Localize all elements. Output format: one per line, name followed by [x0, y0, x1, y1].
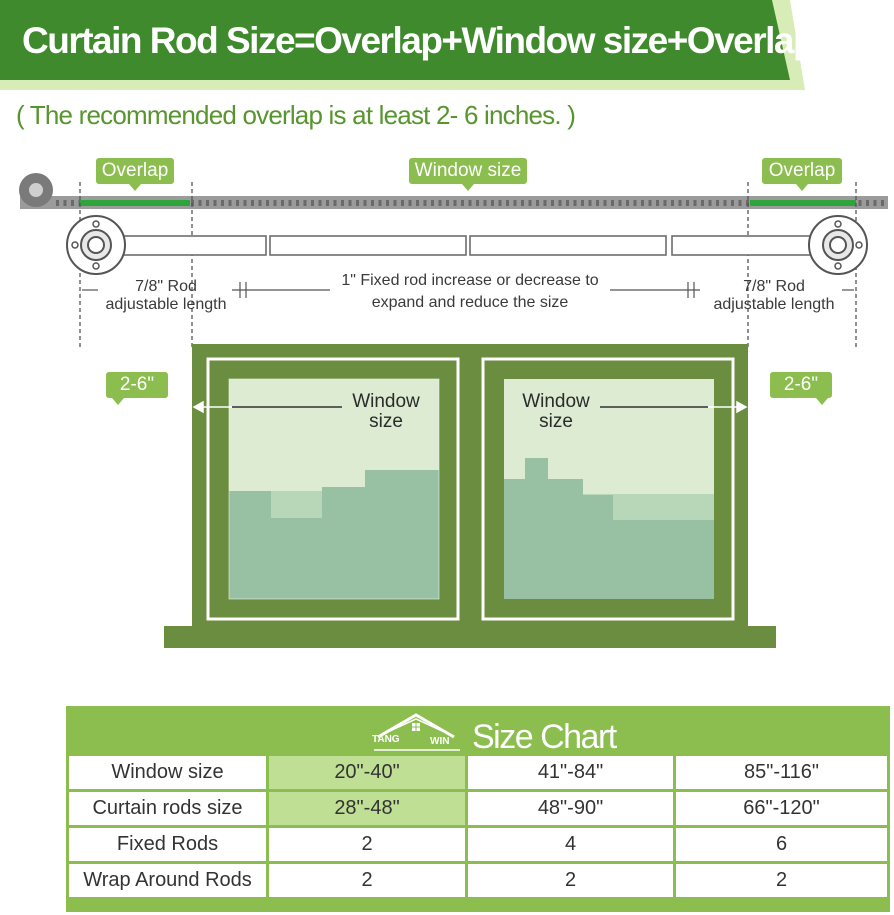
window-pane-right-border	[481, 357, 735, 621]
cell-fixed-rods-1: 2	[269, 828, 465, 861]
row-label-fixed-rods: Fixed Rods	[69, 828, 266, 861]
overlap-tag-right: Overlap	[762, 158, 842, 191]
tangwin-logo-icon	[374, 713, 460, 751]
cell-curtain-rods-size-2: 48"-90"	[468, 792, 673, 825]
gap-tag-right: 2-6"	[770, 372, 832, 405]
logo-text-left: TANG	[372, 734, 400, 745]
rod-right-label: 7/8" Rod adjustable length	[713, 278, 835, 313]
rod-bracket-left	[66, 215, 126, 275]
window-right-label: Window size	[522, 391, 590, 432]
cell-fixed-rods-2: 4	[468, 828, 673, 861]
overlap-tag-left: Overlap	[96, 158, 174, 191]
window-sill	[164, 626, 776, 648]
cell-wrap-around-rods-1: 2	[269, 864, 465, 897]
cell-curtain-rods-size-3: 66"-120"	[676, 792, 887, 825]
size-chart: TANG WIN Size Chart Window size 20"-40" …	[66, 706, 890, 912]
rod-left-label: 7/8" Rod adjustable length	[105, 278, 227, 313]
overlap-band-right	[750, 200, 856, 206]
cell-window-size-3: 85"-116"	[676, 756, 887, 789]
curtain-rod-diagram	[19, 173, 888, 648]
window-size-arrows	[192, 400, 748, 414]
size-chart-header: TANG WIN Size Chart	[66, 706, 890, 756]
title-banner	[0, 0, 805, 90]
size-chart-title: Size Chart	[472, 718, 617, 756]
guide-lines	[79, 182, 857, 350]
curtain-rod	[95, 235, 843, 256]
overlap-recommendation: ( The recommended overlap is at least 2-…	[16, 100, 576, 130]
row-label-curtain-rods-size: Curtain rods size	[69, 792, 266, 825]
window-size-tag: Window size	[409, 158, 527, 191]
cell-fixed-rods-3: 6	[676, 828, 887, 861]
window-pane-left-border	[206, 357, 460, 621]
logo-text-right: WIN	[430, 736, 450, 747]
row-label-window-size: Window size	[69, 756, 266, 789]
cell-window-size-2: 41"-84"	[468, 756, 673, 789]
window-pane-left	[228, 378, 440, 600]
window-left-label: Window size	[352, 391, 420, 432]
banner-title: Curtain Rod Size=Overlap+Window size+Ove…	[22, 20, 816, 61]
row-label-wrap-around-rods: Wrap Around Rods	[69, 864, 266, 897]
cell-wrap-around-rods-2: 2	[468, 864, 673, 897]
cell-window-size-1: 20"-40"	[269, 756, 465, 789]
rod-measure-lines	[82, 282, 854, 298]
rod-bracket-right	[808, 215, 868, 275]
cell-curtain-rods-size-1: 28"-48"	[269, 792, 465, 825]
rod-middle-label: 1" Fixed rod increase or decrease to exp…	[341, 272, 599, 311]
overlap-band-left	[80, 200, 190, 206]
cell-wrap-around-rods-3: 2	[676, 864, 887, 897]
gap-tag-left: 2-6"	[106, 372, 168, 405]
window-pane-right	[504, 379, 714, 599]
